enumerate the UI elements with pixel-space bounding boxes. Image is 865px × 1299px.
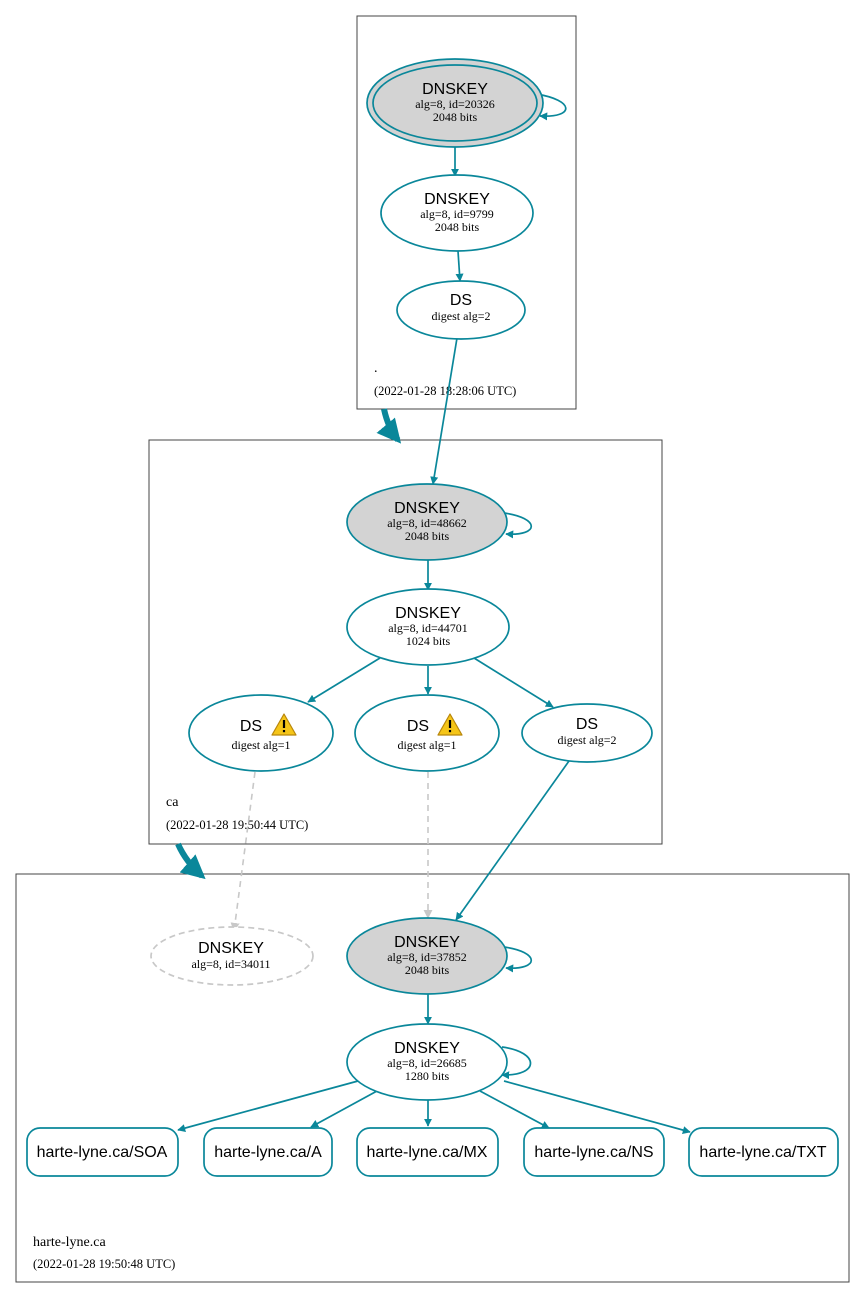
edge-ca-ds3-dom-ksk (455, 760, 570, 921)
node-title: DNSKEY (394, 1040, 460, 1057)
node-dom-ksk[interactable]: DNSKEY alg=8, id=37852 2048 bits (346, 917, 508, 995)
node-ca-zsk[interactable]: DNSKEY alg=8, id=44701 1024 bits (346, 588, 510, 666)
node-key-info: alg=8, id=9799 (420, 207, 494, 221)
zone-root: . (2022-01-28 18:28:06 UTC) (356, 15, 577, 410)
node-title: DNSKEY (394, 500, 460, 517)
rrset-label: harte-lyne.ca/TXT (699, 1144, 826, 1161)
node-title: DS (450, 292, 472, 309)
node-title: DS (240, 718, 262, 735)
node-title: DNSKEY (395, 605, 461, 622)
rrset-label: harte-lyne.ca/NS (534, 1144, 653, 1161)
node-ca-ds-2[interactable]: DS digest alg=1 (354, 694, 500, 772)
node-key-size: 2048 bits (405, 529, 450, 543)
zone-root-timestamp: (2022-01-28 18:28:06 UTC) (374, 384, 516, 398)
edge-ca-zsk-ds1 (307, 657, 381, 703)
zone-root-box (356, 15, 577, 410)
node-key-size: 2048 bits (435, 220, 480, 234)
edge-dom-zsk-ns (479, 1090, 550, 1129)
edge-ca-zsk-ds3 (473, 657, 554, 708)
rrset-txt[interactable]: harte-lyne.ca/TXT (688, 1127, 839, 1177)
edge-root-ds-ca-ksk (430, 337, 458, 485)
edge-ca-ksk-self (503, 512, 533, 539)
zone-domain-box (15, 873, 850, 1283)
node-key-info: alg=8, id=37852 (387, 950, 467, 964)
zone-domain-timestamp: (2022-01-28 19:50:48 UTC) (33, 1257, 175, 1271)
rrset-label: harte-lyne.ca/MX (367, 1144, 488, 1161)
zone-domain: harte-lyne.ca (2022-01-28 19:50:48 UTC) (15, 873, 850, 1283)
rrset-label: harte-lyne.ca/A (214, 1144, 322, 1161)
zone-ca-name: ca (166, 795, 179, 810)
node-key-size: 1280 bits (405, 1069, 450, 1083)
node-title: DNSKEY (422, 81, 488, 98)
node-key-info: alg=8, id=20326 (415, 97, 495, 111)
edge-dom-zsk-txt (503, 1080, 691, 1134)
node-title: DNSKEY (424, 191, 490, 208)
node-digest-info: digest alg=2 (557, 733, 616, 747)
delegation-arrow-root-ca (376, 408, 402, 444)
node-key-size: 2048 bits (405, 963, 450, 977)
node-dom-missing-key[interactable]: DNSKEY alg=8, id=34011 (150, 926, 314, 986)
rrset-mx[interactable]: harte-lyne.ca/MX (356, 1127, 499, 1177)
zone-root-name: . (374, 361, 378, 376)
node-key-size: 1024 bits (406, 634, 451, 648)
node-title: DNSKEY (394, 934, 460, 951)
zone-ca-timestamp: (2022-01-28 19:50:44 UTC) (166, 818, 308, 832)
node-dom-zsk[interactable]: DNSKEY alg=8, id=26685 1280 bits (346, 1023, 508, 1101)
edge-root-zsk-ds (455, 250, 464, 282)
node-title: DNSKEY (198, 940, 264, 957)
delegation-arrow-ca-domain (175, 842, 206, 880)
edge-dom-ksk-self (503, 946, 533, 973)
node-key-info: alg=8, id=34011 (191, 957, 270, 971)
warning-icon (271, 713, 297, 736)
node-title: DS (407, 718, 429, 735)
rrset-soa[interactable]: harte-lyne.ca/SOA (26, 1127, 179, 1177)
node-root-ksk[interactable]: DNSKEY alg=8, id=20326 2048 bits (366, 58, 544, 148)
rrset-ns[interactable]: harte-lyne.ca/NS (523, 1127, 665, 1177)
node-key-info: alg=8, id=44701 (388, 621, 468, 635)
edge-ca-ds1-missing (230, 771, 256, 932)
node-ca-ds-1[interactable]: DS digest alg=1 (188, 694, 334, 772)
node-digest-info: digest alg=1 (231, 738, 290, 752)
edge-dom-zsk-self (501, 1046, 532, 1080)
node-digest-info: digest alg=2 (431, 309, 490, 323)
node-key-size: 2048 bits (433, 110, 478, 124)
rrset-label: harte-lyne.ca/SOA (37, 1144, 168, 1161)
zone-domain-name: harte-lyne.ca (33, 1235, 106, 1250)
zone-ca-box (148, 439, 663, 845)
node-root-ds[interactable]: DS digest alg=2 (396, 280, 526, 340)
edge-dom-zsk-a (310, 1090, 378, 1128)
zone-ca: ca (2022-01-28 19:50:44 UTC) (148, 439, 663, 845)
warning-icon (437, 713, 463, 736)
edge-root-ksk-self (535, 93, 567, 121)
rrset-a[interactable]: harte-lyne.ca/A (203, 1127, 333, 1177)
node-ca-ksk[interactable]: DNSKEY alg=8, id=48662 2048 bits (346, 483, 508, 561)
node-key-info: alg=8, id=26685 (387, 1056, 467, 1070)
edge-dom-zsk-soa (177, 1080, 359, 1132)
node-ca-ds-3[interactable]: DS digest alg=2 (521, 703, 653, 763)
node-digest-info: digest alg=1 (397, 738, 456, 752)
node-root-zsk[interactable]: DNSKEY alg=8, id=9799 2048 bits (380, 174, 534, 252)
node-key-info: alg=8, id=48662 (387, 516, 467, 530)
node-title: DS (576, 716, 598, 733)
